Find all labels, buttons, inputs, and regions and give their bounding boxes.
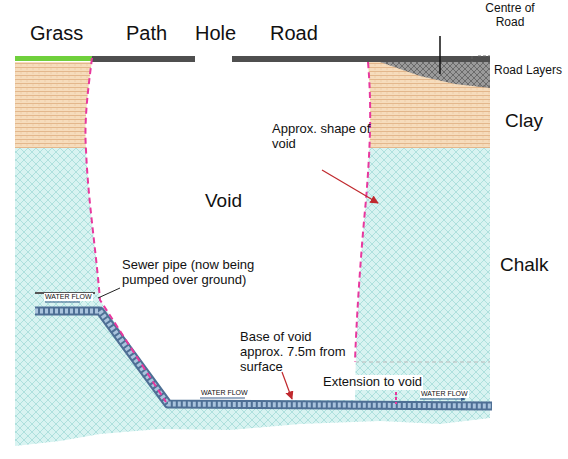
road-layers-bracket bbox=[472, 56, 490, 86]
road-layers-label: Road Layers bbox=[494, 64, 562, 78]
callout-note: Approx. shape of void bbox=[272, 122, 372, 152]
soil-label: Chalk bbox=[500, 254, 549, 276]
layer-heading: Road bbox=[270, 22, 318, 45]
road-surface bbox=[232, 56, 490, 62]
void-shape-leader bbox=[322, 170, 378, 203]
extension-mark bbox=[395, 392, 397, 404]
flow-label: WATER FLOW bbox=[44, 293, 93, 301]
sewer-leader bbox=[98, 288, 120, 298]
flow-label: WATER FLOW bbox=[420, 390, 469, 398]
path-surface bbox=[92, 56, 195, 62]
callout-note: Base of void approx. 7.5m from surface bbox=[240, 330, 358, 375]
sewer-pipe-core bbox=[35, 311, 492, 406]
centre-label: Centre of Road bbox=[484, 2, 536, 30]
centre-line bbox=[439, 36, 441, 74]
grass-strip bbox=[15, 56, 92, 61]
void-outline-right bbox=[355, 62, 370, 362]
callout-note: Sewer pipe (now being pumped over ground… bbox=[122, 258, 292, 288]
flow-label: WATER FLOW bbox=[200, 389, 249, 397]
flow-arrows bbox=[45, 302, 465, 399]
road-layers-area bbox=[380, 62, 490, 88]
layer-heading: Hole bbox=[195, 22, 236, 45]
sewer-pipe bbox=[35, 311, 492, 406]
layer-heading: Path bbox=[126, 22, 167, 45]
layer-heading: Grass bbox=[30, 22, 83, 45]
callout-note: Extension to void bbox=[322, 375, 423, 390]
void-label: Void bbox=[205, 190, 242, 212]
void-outline-left bbox=[85, 58, 166, 402]
soil-label: Clay bbox=[505, 110, 543, 132]
base-leader bbox=[282, 372, 292, 399]
